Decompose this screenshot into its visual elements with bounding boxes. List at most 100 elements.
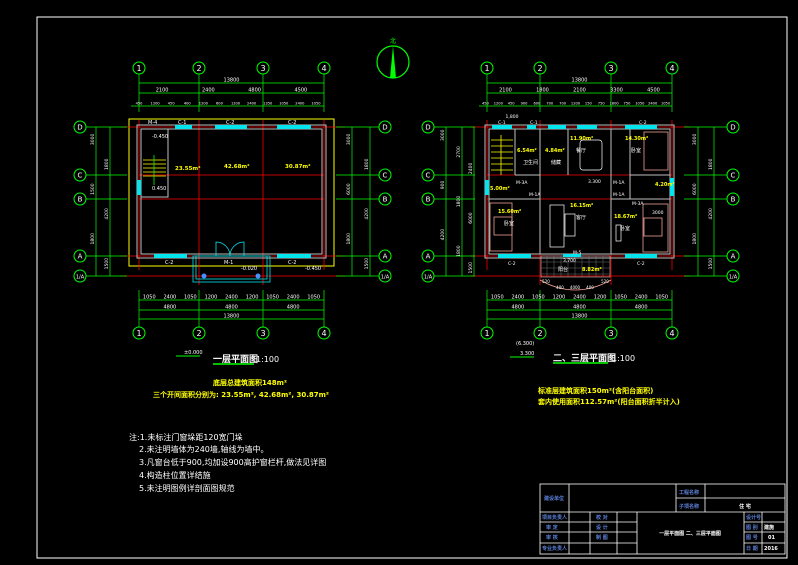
- dimension-text: 1200: [594, 295, 607, 301]
- dimension-text: 3000: [440, 129, 446, 141]
- dimension-text: 450: [482, 102, 490, 106]
- room-area: 15.60m²: [498, 209, 521, 215]
- windows: [485, 125, 674, 258]
- dimension-text: 1500: [364, 258, 370, 270]
- dimension-text: 1800: [104, 158, 110, 170]
- dimension-text: 2400: [225, 295, 238, 301]
- dimension-text: 13800: [224, 78, 240, 84]
- dimension-text: 4200: [708, 208, 714, 220]
- axis-bubble: [378, 269, 392, 283]
- dimension-text: 450: [168, 102, 176, 106]
- axis-bubble: [726, 269, 740, 283]
- axis-label: 4: [321, 64, 326, 73]
- subproject-value: 住 宅: [739, 503, 751, 510]
- second-third-floor-plan: C-1 C-1 C-2 C-2 C-2 M-3A M-1A M-1A M-1A …: [470, 120, 690, 406]
- axis-label: 2: [196, 329, 201, 338]
- axis-bubble: [726, 168, 740, 182]
- axis-label: 2: [537, 329, 542, 338]
- window-c1-label: C-1: [178, 120, 186, 126]
- axis-label: A: [731, 253, 736, 261]
- axis-bubble: [421, 269, 435, 283]
- axis-bubble: [726, 192, 740, 206]
- elevation-label: (6.300): [516, 341, 534, 347]
- dimension-text: 750: [598, 102, 606, 106]
- door-m1-label: M-1: [224, 260, 233, 266]
- dimension-text: 4800: [225, 305, 238, 311]
- axis-bubble: [256, 61, 270, 75]
- axis-label: D: [382, 124, 387, 132]
- axis-label: 1: [484, 329, 489, 338]
- dimension-text: 1050: [279, 102, 289, 106]
- axis-bubble: [73, 269, 87, 283]
- living-furniture: [549, 139, 622, 248]
- axis-bubble: [73, 120, 87, 134]
- dimension-text: 1050: [614, 295, 627, 301]
- area-summary: 三个开间面积分别为: 23.55m², 42.68m², 30.87m²: [153, 390, 329, 399]
- room-area: 14.30m²: [625, 136, 648, 142]
- axis-label: 4: [321, 329, 326, 338]
- axis-bubble: [132, 326, 146, 340]
- subproject-label: 子项名称: [679, 503, 699, 510]
- note-line: 3.凡窗台低于900,均加设900高护窗栏杆,做法见详图: [139, 457, 326, 467]
- dimension-text: 1800: [456, 245, 462, 257]
- porch: [192, 241, 271, 283]
- date-label: 日 期: [746, 545, 758, 552]
- area-summary: 套内使用面积112.57m²(阳台面积折半计入): [538, 397, 680, 406]
- axis-bubble: [378, 120, 392, 134]
- axis-bubble: [421, 192, 435, 206]
- axis-bubble: [665, 61, 679, 75]
- dimension-text: 2400: [635, 295, 648, 301]
- dimension-text: 2400: [202, 88, 215, 94]
- dimension-text: 150: [585, 102, 593, 106]
- axis-bubble: [480, 326, 494, 340]
- dimension-text: 1500: [90, 183, 96, 195]
- dimension-text: 1800: [536, 88, 549, 94]
- room-name: 卧室: [631, 147, 641, 154]
- dimension-text: 3000: [346, 134, 352, 146]
- dimension-text: 1050: [491, 295, 504, 301]
- windows: [137, 125, 311, 258]
- dimension-text: 1800: [692, 233, 698, 245]
- dimension-text: 4800: [573, 305, 586, 311]
- axis-label: B: [731, 196, 736, 204]
- design-label: 设 计: [596, 524, 608, 531]
- room-name: 卧室: [620, 225, 630, 232]
- axis-bubble: [73, 249, 87, 263]
- room-area: 30.87m²: [285, 163, 311, 170]
- category-label: 图 别: [746, 524, 758, 531]
- dimension-text: 3000: [692, 134, 698, 146]
- axis-label: C: [383, 172, 388, 180]
- axis-label: 3: [260, 64, 265, 73]
- dimension-text: 1500: [104, 258, 110, 270]
- window-c2-label: C-2: [288, 260, 296, 266]
- dimension-text: 1200: [199, 102, 209, 106]
- dimension-text: 400: [586, 285, 594, 290]
- dimension-text: 2400: [163, 295, 176, 301]
- axis-label: 3: [260, 329, 265, 338]
- door-label: M-1A: [613, 180, 625, 186]
- axis-label: A: [426, 253, 431, 261]
- dimension-label: 3000: [652, 210, 664, 216]
- dimension-text: 4200: [364, 208, 370, 220]
- note-line: 4.构造柱位置详结施: [139, 470, 211, 480]
- dimension-text: 1500: [708, 258, 714, 270]
- dimension-text: 4500: [295, 88, 308, 94]
- note-line: 5.未注明图例详剖面图规范: [139, 483, 235, 493]
- check-label: 校 对: [596, 514, 608, 521]
- floor-elevation: ±0.000: [184, 350, 203, 356]
- room-name: 阳台: [558, 266, 568, 273]
- dimension-text: 4000: [570, 285, 581, 290]
- dimension-text: 4500: [647, 88, 660, 94]
- room-area: 42.68m²: [224, 163, 250, 170]
- room-area: 4.84m²: [545, 148, 565, 154]
- axis-bubble: [726, 120, 740, 134]
- dimension-text: 1,800: [506, 114, 519, 120]
- axis-label: D: [77, 124, 82, 132]
- dimension-text: 600: [216, 102, 224, 106]
- axis-label: C: [731, 172, 736, 180]
- dimension-text: 1800: [346, 233, 352, 245]
- dimension-text: 1200: [151, 102, 161, 106]
- dimension-text: 2400: [295, 102, 305, 106]
- dimension-text: 1050: [635, 102, 645, 106]
- plan-title: 二、三层平面图: [553, 353, 616, 364]
